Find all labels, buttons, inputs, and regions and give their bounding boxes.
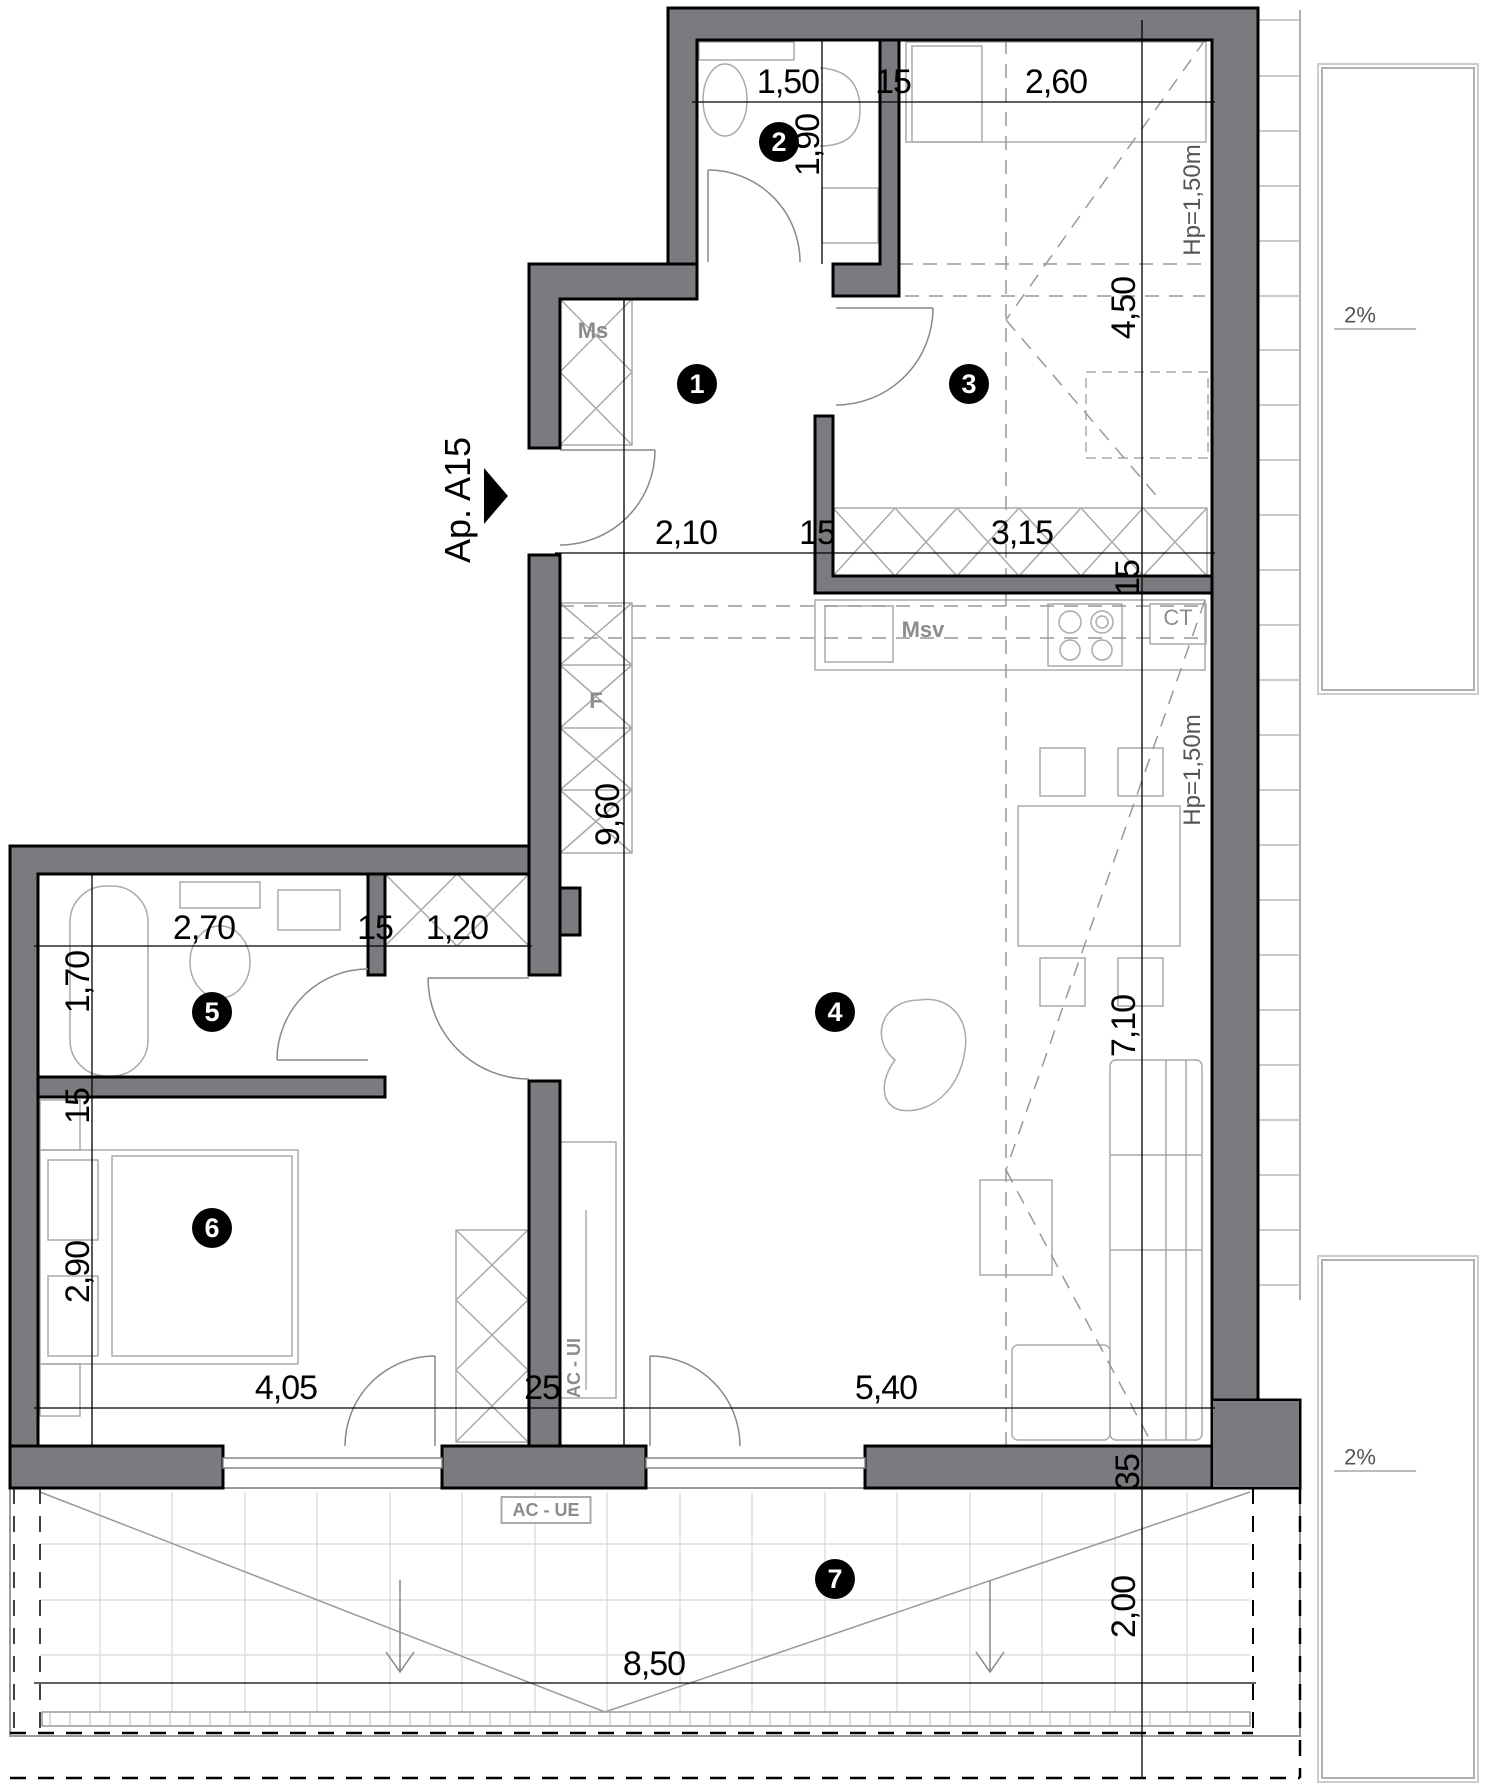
slope-upper-label: 2% <box>1334 304 1416 330</box>
room-badge-4: 4 <box>815 992 855 1032</box>
room-badge-7: 7 <box>815 1559 855 1599</box>
ac-ue-label: AC - UE <box>500 1496 592 1524</box>
dim-wall-top-15: 15 <box>875 63 912 101</box>
apartment-label: Ap. A15 <box>437 436 478 564</box>
dim-room4-width: 5,40 <box>854 1369 918 1407</box>
right-balconies <box>1257 10 1479 1783</box>
dim-bath2-width: 1,50 <box>756 63 820 101</box>
dim-balcony-width: 8,50 <box>622 1645 686 1683</box>
right-tiles <box>1258 19 1300 1286</box>
dim-hall-length: 9,60 <box>589 783 627 847</box>
furniture <box>39 41 1209 1443</box>
dim-wall-vert-15: 15 <box>1109 560 1147 596</box>
doors <box>276 169 934 1447</box>
room-badge-1: 1 <box>677 364 717 404</box>
balcony <box>9 1487 1302 1780</box>
dim-wall-35: 35 <box>1109 1454 1147 1490</box>
dim-wall-mid-15: 15 <box>799 514 836 552</box>
walls <box>8 6 1302 1490</box>
fridge-label: F <box>589 688 603 713</box>
room-badge-5: 5 <box>192 992 232 1032</box>
hp-upper-label: Hp=1,50m <box>1179 144 1206 256</box>
railing-ticks <box>49 1712 1231 1726</box>
room-badge-3: 3 <box>949 364 989 404</box>
dim-bath5-height: 1,70 <box>59 950 97 1014</box>
dim-bath2-height: 1,90 <box>789 113 827 177</box>
dim-room3-width: 2,60 <box>1024 63 1088 101</box>
dim-room6-height: 2,90 <box>59 1240 97 1304</box>
slope-lower-label: 2% <box>1334 1446 1416 1472</box>
dim-balcony-depth: 2,00 <box>1105 1575 1143 1639</box>
dim-wall-left-15: 15 <box>59 1088 97 1124</box>
dim-room3-width-lower: 3,15 <box>990 514 1054 552</box>
windows <box>222 1457 866 1469</box>
dishwasher-label: Msv <box>901 617 945 642</box>
room-badge-2: 2 <box>759 122 799 162</box>
dim-hall-width: 2,10 <box>654 514 718 552</box>
ac-ui-label: AC - UI <box>564 1338 584 1398</box>
dim-closet-width: 1,20 <box>425 909 489 947</box>
dim-wall-25: 25 <box>524 1369 561 1407</box>
wall-fill-fix <box>1213 1401 1299 1487</box>
room-badge-6: 6 <box>192 1208 232 1248</box>
dim-room4-height: 7,10 <box>1105 994 1143 1058</box>
dimension-lines <box>34 20 1256 1778</box>
dim-room6-width: 4,05 <box>254 1369 318 1407</box>
wardrobe-ms-label: Ms <box>577 318 609 343</box>
entrance-arrow-icon <box>484 468 508 524</box>
dim-wall-bath5-15: 15 <box>357 909 394 947</box>
ct-label: CT <box>1163 605 1193 630</box>
dim-room3-height: 4,50 <box>1105 276 1143 340</box>
hp-lower-label: Hp=1,50m <box>1179 714 1206 826</box>
dim-bath5-width: 2,70 <box>172 909 236 947</box>
